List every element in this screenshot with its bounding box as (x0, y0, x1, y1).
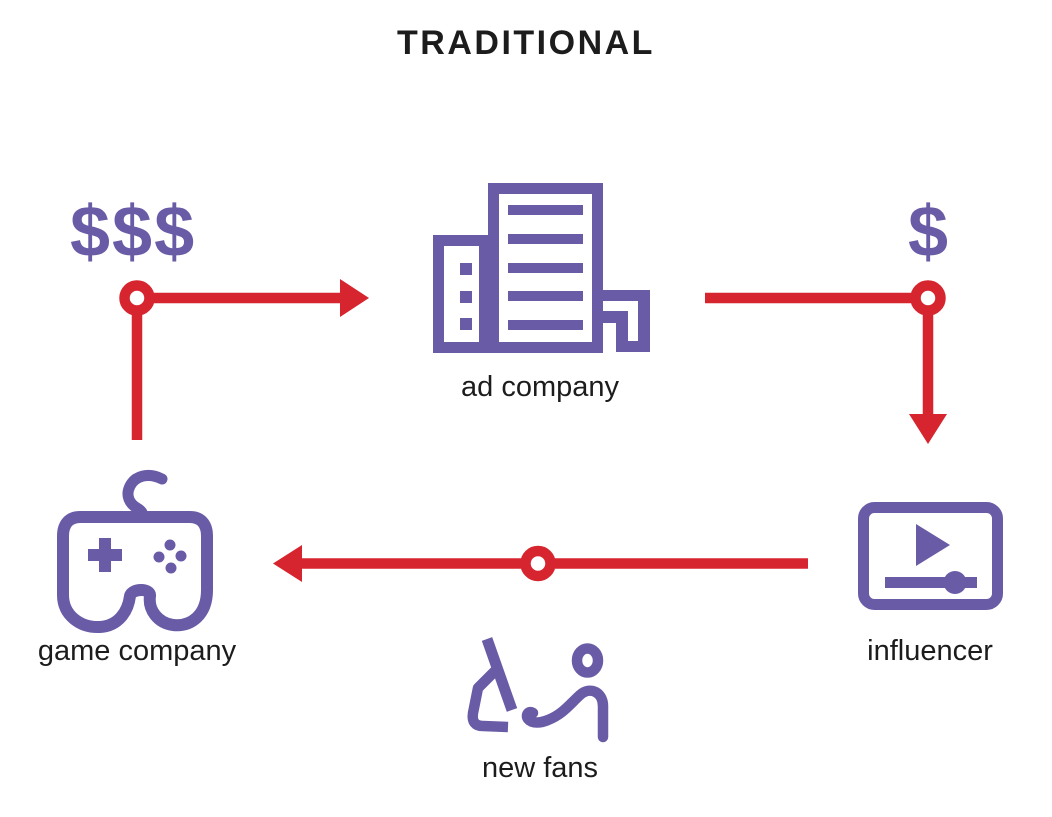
diagram-title: TRADITIONAL (397, 24, 655, 62)
node-game-company (57, 470, 213, 633)
arrow-influencer-to-game (273, 545, 808, 582)
money-game-to-ad: $$$ (70, 192, 197, 272)
node-influencer (856, 500, 1006, 612)
node-label-influencer: influencer (867, 635, 993, 667)
connector-dot (520, 545, 556, 582)
money-ad-to-influencer: $ (908, 192, 951, 272)
arrow-ad-to-influencer (705, 280, 947, 444)
video-player-icon (858, 502, 1003, 610)
node-new-fans (462, 630, 612, 743)
office-building-icon (433, 183, 650, 353)
node-label-ad-company: ad company (461, 371, 619, 403)
node-ad-company (432, 182, 652, 354)
connector-dot (119, 280, 155, 316)
person-at-computer-icon (467, 637, 609, 743)
node-label-game-company: game company (37, 635, 237, 667)
node-label-new-fans: new fans (481, 752, 599, 784)
connector-dot (910, 280, 946, 316)
arrow-game-to-ad (119, 279, 369, 440)
game-controller-icon (57, 470, 213, 633)
